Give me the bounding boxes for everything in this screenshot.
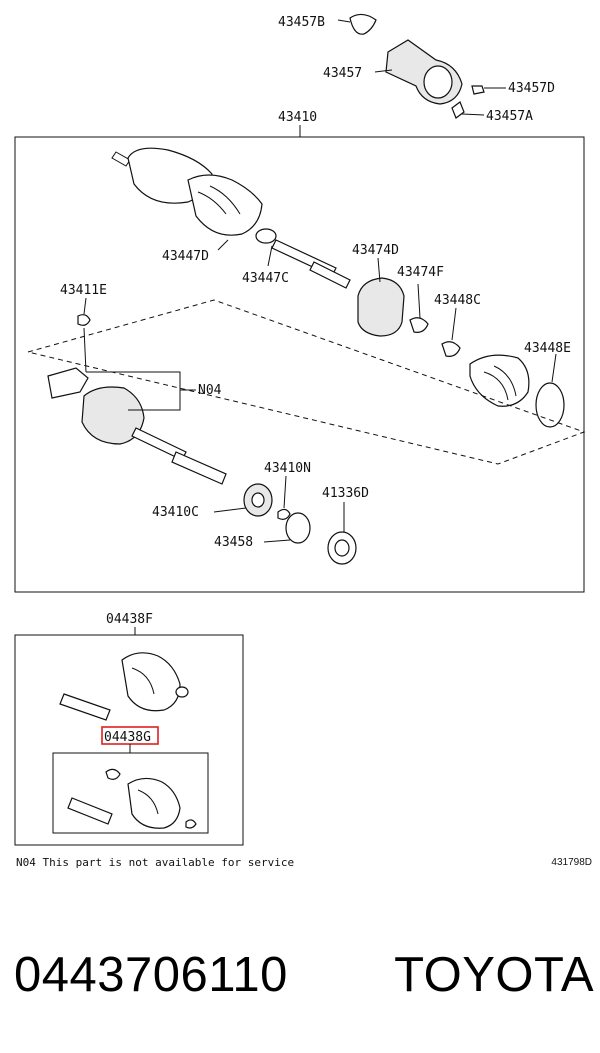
label-04438g: 04438G (104, 730, 151, 745)
label-43410n: 43410N (264, 461, 311, 476)
inner-joint-group (47, 297, 227, 485)
stub-spline (171, 451, 227, 485)
label-43411e: 43411E (60, 283, 107, 298)
label-43410: 43410 (278, 110, 317, 125)
parts-diagram: 43457B 43457 43457D 43457A 43410 43447D … (14, 13, 586, 846)
kit-clamp (105, 768, 121, 780)
boot-04438f (121, 652, 181, 712)
label-41336d: 41336D (322, 486, 369, 501)
label-43474d: 43474D (352, 243, 399, 258)
caption: 0443706110 TOYOTA (14, 935, 594, 1015)
snap-ring-43410n (277, 508, 291, 520)
grease-tube (59, 693, 111, 721)
part-number: 0443706110 (14, 948, 288, 1002)
label-04438f: 04438F (106, 612, 153, 627)
label-43448c: 43448C (434, 293, 481, 308)
bolt-43457d (471, 85, 485, 95)
kit-grease-tube (67, 797, 113, 825)
outer-joint-group (111, 147, 351, 289)
label-43410c: 43410C (152, 505, 199, 520)
snap-ring-43411e (77, 314, 91, 326)
label-43458: 43458 (214, 535, 253, 550)
boot-kit-f-group (59, 652, 189, 721)
inner-joint-housing (81, 386, 145, 445)
inner-boot-group (357, 257, 565, 428)
snap-ring-43457b (349, 13, 377, 35)
label-43457d: 43457D (508, 81, 555, 96)
bracket-43457 (385, 39, 463, 105)
dynamic-damper-43474d (357, 277, 405, 337)
shaft-spline (309, 261, 351, 289)
label-43457: 43457 (323, 66, 362, 81)
label-43447c: 43447C (242, 271, 289, 286)
label-43457a: 43457A (486, 109, 533, 124)
kit-ring (185, 819, 197, 829)
inner-joint-kit-outline (26, 299, 586, 465)
boot-kit-g-frame (52, 752, 209, 834)
boot-clamp-43448e (535, 382, 565, 428)
clamp-43448c (441, 341, 461, 357)
label-43447d: 43447D (162, 249, 209, 264)
footnote: N04 This part is not available for servi… (16, 856, 295, 869)
bearing-bracket-group (337, 13, 506, 119)
bolt-43457a (451, 101, 465, 119)
label-n04: N04 (198, 383, 222, 398)
brand-name: TOYOTA (394, 948, 594, 1002)
boot-kit-frame (14, 634, 244, 846)
seal-43458 (285, 512, 311, 544)
label-43448e: 43448E (524, 341, 571, 356)
main-assembly-frame (14, 136, 585, 593)
tripod-joint (47, 367, 89, 399)
bracket-bore (423, 65, 453, 99)
label-43474f: 43474F (397, 265, 444, 280)
boot-kit-g-group (67, 768, 197, 829)
reference-code: 431798D (551, 857, 592, 868)
label-43457b: 43457B (278, 15, 325, 30)
outer-boot-43447d (187, 174, 263, 236)
bearing-group (213, 475, 357, 565)
boot-clamp-43447c (255, 228, 277, 244)
clamp-43474f (409, 317, 429, 333)
